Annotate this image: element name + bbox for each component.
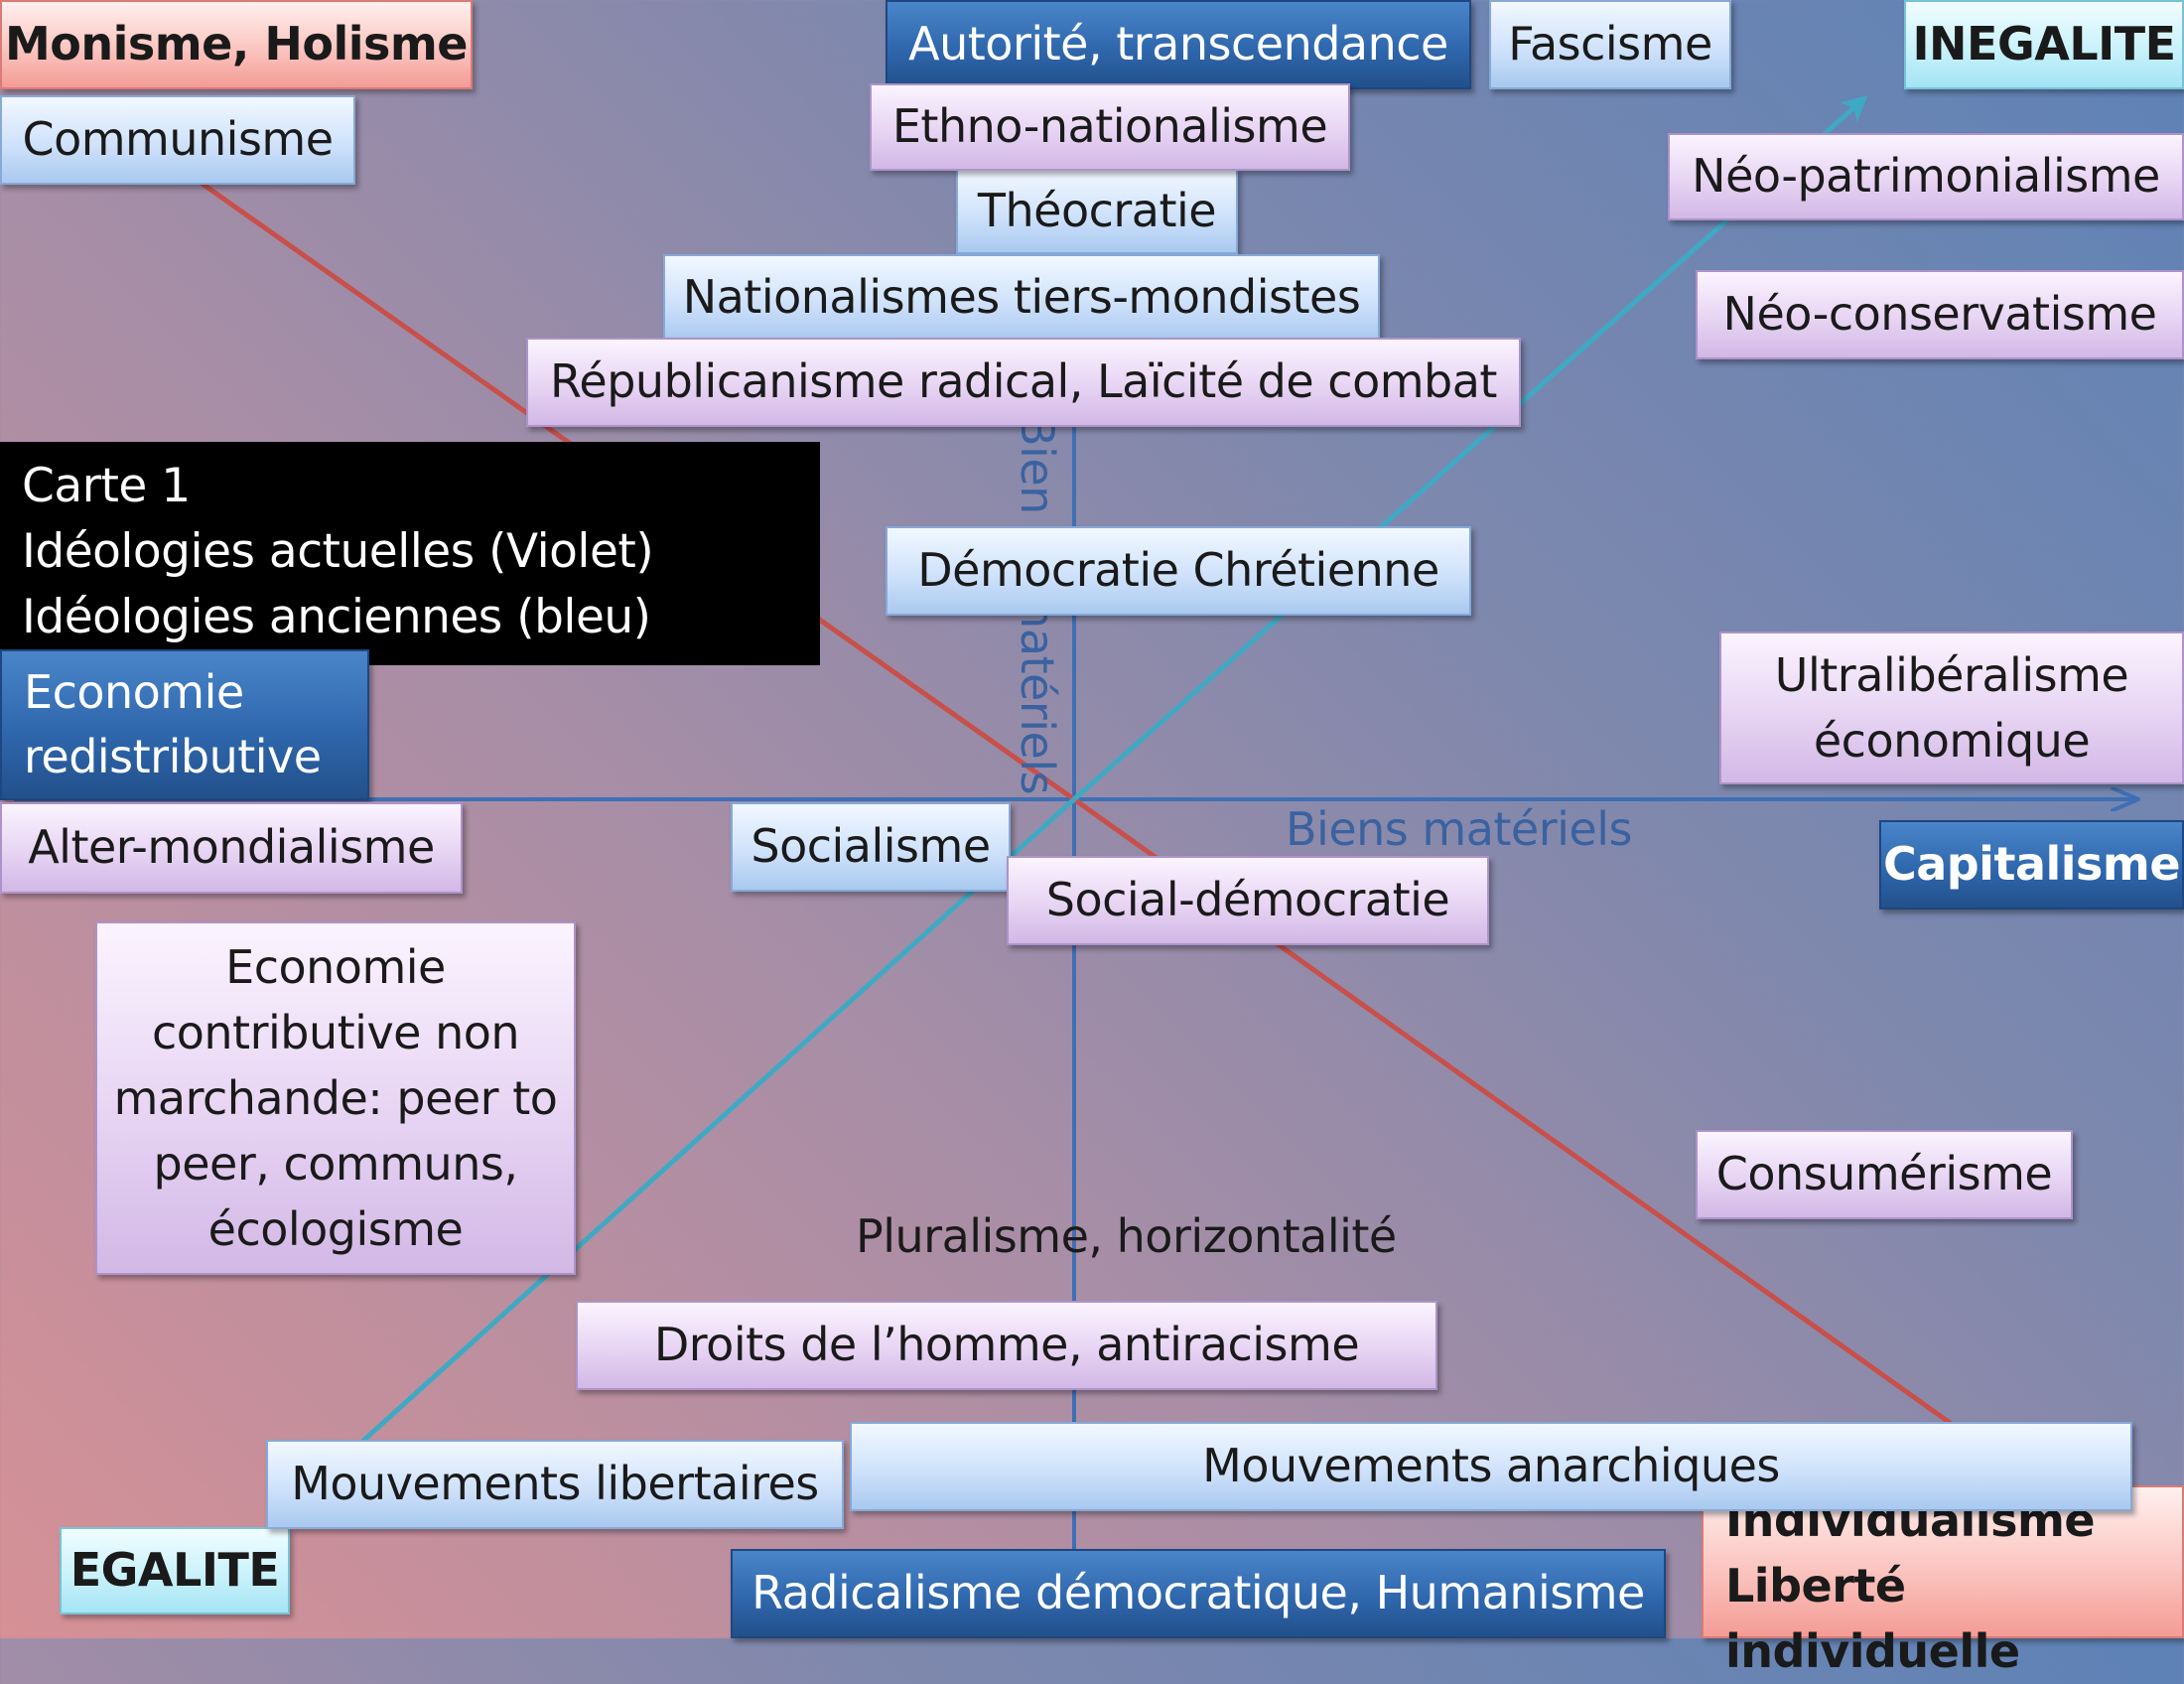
ideology-neo-patrimonialisme: Néo-patrimonialisme (1668, 133, 2184, 220)
ideology-nationalismes-tiers-mondistes: Nationalismes tiers-mondistes (663, 254, 1380, 342)
ideology-theocratie: Théocratie (956, 169, 1238, 254)
legend-title: Carte 1 (22, 459, 191, 513)
ideology-mouvements-libertaires: Mouvements libertaires (266, 1440, 844, 1529)
ideology-social-democratie: Social-démocratie (1007, 856, 1489, 945)
legend-box: Carte 1 Idéologies actuelles (Violet) Id… (0, 442, 820, 665)
ideology-republicanisme: Républicanisme radical, Laïcité de comba… (526, 338, 1521, 427)
ideology-droits-homme: Droits de l’homme, antiracisme (576, 1301, 1437, 1390)
ideology-mouvements-anarchiques: Mouvements anarchiques (850, 1422, 2132, 1511)
pole-economie-redistributive: Economie redistributive (0, 649, 369, 800)
ideology-ultraliberalisme: Ultralibéralisme économique (1719, 632, 2184, 784)
pole-monisme-holisme: Monisme, Holisme (0, 0, 473, 89)
ideology-neo-conservatisme: Néo-conservatisme (1696, 270, 2184, 359)
horizontal-axis-label: Biens matériels (1286, 802, 1632, 856)
ideology-democratie-chretienne: Démocratie Chrétienne (886, 526, 1471, 616)
legend-current: Idéologies actuelles (Violet) (22, 524, 654, 579)
ideology-communisme: Communisme (0, 95, 355, 185)
label-pluralisme: Pluralisme, horizontalité (856, 1209, 1397, 1263)
ideology-fascisme: Fascisme (1489, 0, 1731, 89)
ideology-economie-contributive: Economie contributive non marchande: pee… (95, 921, 576, 1275)
pole-egalite: EGALITE (60, 1527, 290, 1614)
pole-capitalisme: Capitalisme (1879, 820, 2184, 910)
ideology-alter-mondialisme: Alter-mondialisme (0, 802, 463, 894)
ideology-ethno-nationalisme: Ethno-nationalisme (870, 83, 1350, 171)
cyan-diagonal-arrow-equality (299, 797, 1076, 1499)
ideology-socialisme: Socialisme (731, 802, 1011, 892)
pole-autorite: Autorité, transcendance (886, 0, 1471, 89)
pole-inegalite: INEGALITE (1904, 0, 2184, 89)
legend-old: Idéologies anciennes (bleu) (22, 590, 651, 644)
pole-radicalisme-democratique: Radicalisme démocratique, Humanisme (731, 1549, 1666, 1638)
pole-individualisme-line2: Liberté individuelle (1725, 1559, 2020, 1678)
ideology-consumerisme: Consumérisme (1696, 1130, 2073, 1219)
